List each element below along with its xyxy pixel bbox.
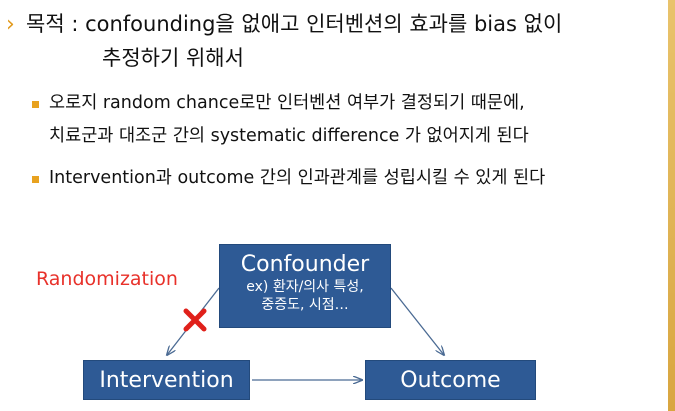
bullet-1-line-1: 오로지 random chance로만 인터벤션 여부가 결정되기 때문에,: [49, 93, 525, 113]
confounder-example-2: 중증도, 시점…: [261, 297, 349, 313]
chevron-right-icon: ›: [6, 12, 15, 37]
bullet-2-line-1: Intervention과 outcome 간의 인과관계를 성립시킬 수 있게…: [49, 168, 546, 188]
arrow-confounder-to-outcome: [390, 287, 444, 355]
square-bullet-icon: [32, 176, 39, 183]
blocked-x-icon: [183, 308, 207, 332]
outcome-label: Outcome: [400, 368, 501, 393]
confounder-title: Confounder: [240, 252, 370, 277]
outcome-box: Outcome: [365, 360, 536, 400]
heading-line-2: 추정하기 위해서: [102, 46, 244, 70]
confounder-example-1: ex) 환자/의사 특성,: [246, 279, 364, 295]
bullet-1-line-2: 치료군과 대조군 간의 systematic difference 가 없어지게…: [49, 126, 529, 146]
intervention-label: Intervention: [99, 368, 234, 393]
confounder-box: Confounder ex) 환자/의사 특성, 중증도, 시점…: [219, 244, 391, 328]
randomization-label: Randomization: [36, 268, 178, 290]
heading-line-1: 목적 : confounding을 없애고 인터벤션의 효과를 bias 없이: [26, 12, 563, 36]
slide-edge-strip: [668, 0, 675, 411]
intervention-box: Intervention: [83, 360, 250, 400]
square-bullet-icon: [32, 101, 39, 108]
